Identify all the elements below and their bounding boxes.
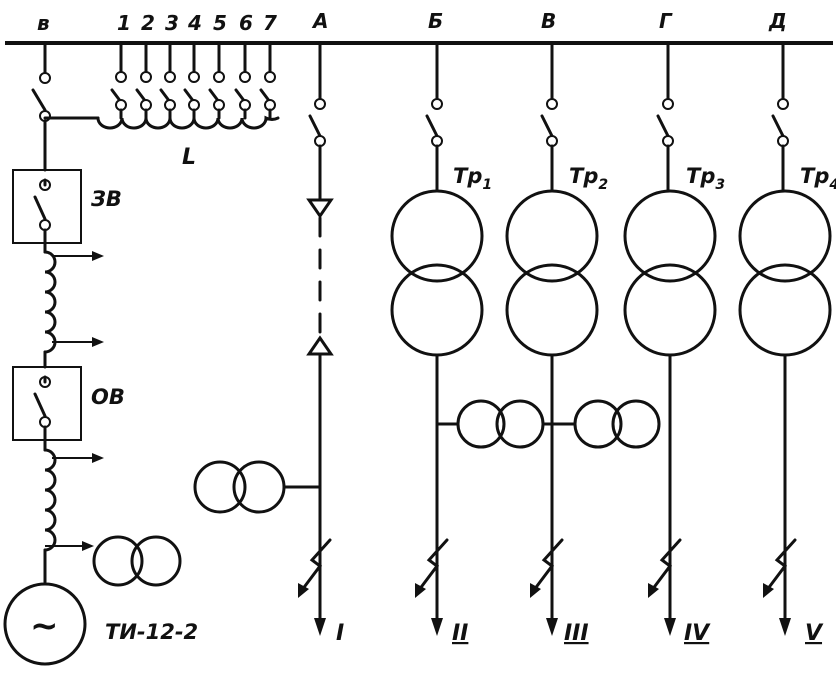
- tap-label-6: 6: [239, 11, 253, 35]
- output-label-2: II: [452, 621, 468, 646]
- excitation-switch-box: [12, 366, 82, 441]
- transformer-4-primary: [738, 189, 832, 283]
- tap-label-2: 2: [141, 11, 155, 35]
- excitation-coil-2: [43, 448, 57, 552]
- feeder-b-discharger: [417, 538, 449, 592]
- cable-end-bottom: [306, 335, 334, 356]
- tap-label-7: 7: [263, 11, 277, 35]
- output-labels: I II III IV V: [336, 621, 824, 646]
- feeder-label-a: А: [311, 9, 328, 33]
- feeder-d-discharger: [765, 538, 797, 592]
- transformer-2-label: Тр2: [569, 164, 608, 193]
- generator-label: ТИ-12-2: [105, 620, 198, 644]
- transformer-1-secondary: [390, 263, 484, 357]
- reactor-tap-switches: [110, 41, 276, 120]
- feeder-a-transformer-coil-2: [232, 460, 286, 514]
- feeder-a-discharger: [300, 538, 332, 592]
- transformer-4-secondary: [738, 263, 832, 357]
- transformer-2-secondary: [505, 263, 599, 357]
- transformer-3-primary: [623, 189, 717, 283]
- excitation-switch-label: ОВ: [91, 385, 125, 409]
- transformer-1-label: Тр1: [453, 164, 492, 193]
- tap-label-5: 5: [213, 11, 227, 35]
- feeder-label-d: Д: [768, 9, 787, 33]
- feeder-label-b: Б: [428, 9, 443, 33]
- coupling-transformers: [435, 399, 661, 449]
- transformer-3-label: Тр3: [686, 164, 725, 193]
- feeder-b: [390, 41, 484, 636]
- generator-symbol-text: ~: [30, 606, 59, 646]
- exciter-switch-label: ЗВ: [90, 187, 122, 211]
- feeder-label-v: В: [541, 9, 556, 33]
- feeder-a-transformer-coil-1: [193, 460, 247, 514]
- transformer-1-primary: [390, 189, 484, 283]
- generator-measuring-transformer: [92, 535, 182, 587]
- feeder-g-discharger: [650, 538, 682, 592]
- output-label-1: I: [336, 621, 344, 646]
- output-label-5: V: [805, 621, 824, 646]
- reactor-tap-labels: 1 2 3 4 5 6 7: [117, 11, 277, 35]
- generator-column: ЗВ ОВ ~ ТИ-12-2: [3, 41, 198, 666]
- tap-label-4: 4: [187, 11, 202, 35]
- tapped-reactor: L: [96, 41, 280, 170]
- output-label-4: IV: [684, 621, 711, 646]
- output-label-3: III: [564, 621, 589, 646]
- exciter-switch-box: [12, 169, 82, 244]
- feeder-v-discharger: [532, 538, 564, 592]
- bus-label-left: в: [37, 11, 50, 35]
- feeder-a: [193, 41, 334, 636]
- cable-end-top: [306, 198, 334, 219]
- feeder-d: [738, 41, 832, 636]
- tap-label-3: 3: [165, 11, 179, 35]
- feeder-v: [505, 41, 599, 636]
- exciter-coil-1: [43, 250, 57, 354]
- feeder-g: [623, 41, 717, 636]
- transformer-2-primary: [505, 189, 599, 283]
- transformer-4-label: Тр4: [800, 164, 836, 193]
- reactor-label: L: [182, 145, 196, 170]
- tap-label-1: 1: [117, 11, 131, 35]
- generator-symbol: [3, 582, 87, 666]
- transformer-labels: Тр1 Тр2 Тр3 Тр4: [453, 164, 836, 193]
- feeder-label-g: Г: [659, 9, 673, 33]
- feeder-labels: А Б В Г Д: [311, 9, 787, 33]
- transformer-3-secondary: [623, 263, 717, 357]
